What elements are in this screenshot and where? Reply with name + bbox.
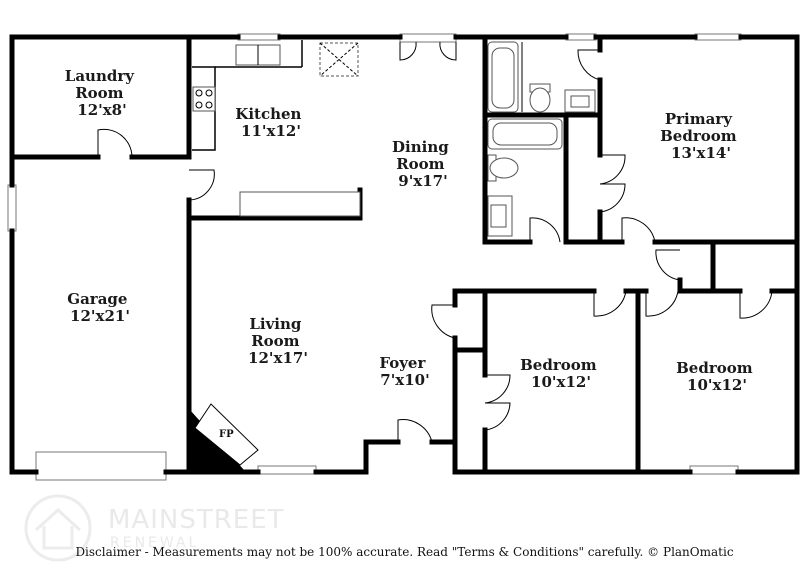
- room-label-primary-bedroom: Primary Bedroom 13'x14': [660, 110, 742, 162]
- room-label-bedroom-middle: Bedroom 10'x12': [520, 356, 602, 391]
- disclaimer-text: Disclaimer - Measurements may not be 100…: [75, 545, 734, 559]
- kitchen-fixtures: [192, 40, 361, 217]
- room-label-foyer: Foyer 7'x10': [379, 354, 430, 389]
- walls: [9, 34, 800, 475]
- room-labels: Laundry Room 12'x8' Kitchen 11'x12' Dini…: [65, 67, 758, 394]
- logo-brand-text: MAINSTREET: [108, 505, 285, 535]
- mainstreet-renewal-logo: MAINSTREET RENEWAL: [24, 494, 285, 562]
- room-label-kitchen: Kitchen 11'x12': [235, 105, 306, 140]
- fireplace-label: FP: [219, 429, 234, 440]
- doors: [97, 41, 773, 443]
- room-label-laundry: Laundry Room 12'x8': [65, 67, 139, 119]
- logo-sub-text: RENEWAL: [110, 535, 199, 551]
- room-label-dining: Dining Room 9'x17': [392, 138, 454, 190]
- room-label-bedroom-right: Bedroom 10'x12': [676, 359, 758, 394]
- windows: [7, 33, 742, 481]
- room-label-living: Living Room 12'x17': [248, 315, 308, 367]
- room-label-garage: Garage 12'x21': [67, 290, 132, 325]
- fireplace: FP: [190, 403, 259, 470]
- bathroom-fixtures: [487, 41, 596, 237]
